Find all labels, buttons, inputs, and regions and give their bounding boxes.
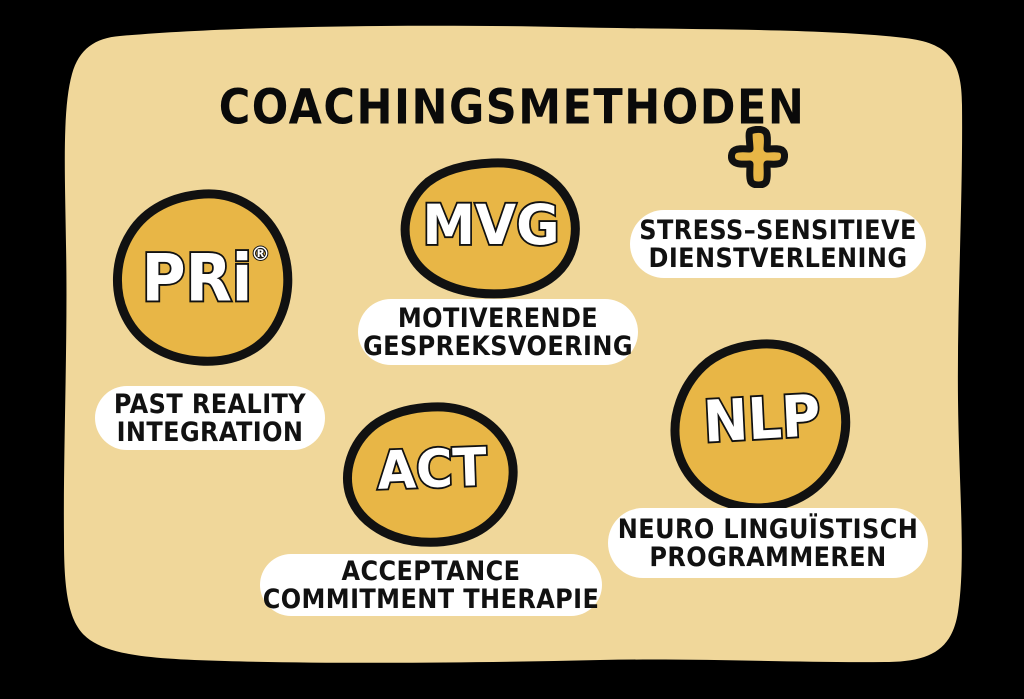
method-label-act[interactable]: ACCEPTANCE COMMITMENT THERAPIE: [260, 554, 602, 616]
method-label-stress-line2: DIENSTVERLENING: [648, 242, 908, 274]
method-circle-pri[interactable]: PRi ®: [112, 188, 294, 366]
method-label-nlp-line2: PROGRAMMEREN: [649, 541, 887, 573]
method-label-stress[interactable]: STRESS–SENSITIEVE DIENSTVERLENING: [630, 210, 926, 278]
method-label-stress-line1: STRESS–SENSITIEVE: [639, 214, 917, 246]
method-label-mvg-line1: MOTIVERENDE: [397, 302, 599, 334]
method-label-mvg-line2: GESPREKSVOERING: [363, 330, 633, 362]
page-title: COACHINGSMETHODEN: [218, 80, 806, 136]
method-circle-nlp[interactable]: NLP: [670, 339, 852, 515]
method-circle-act[interactable]: ACT: [343, 402, 520, 547]
method-label-act-line1: ACCEPTANCE: [341, 555, 521, 587]
method-label-nlp[interactable]: NEURO LINGUÏSTISCH PROGRAMMEREN: [608, 508, 928, 578]
method-label-nlp-line1: NEURO LINGUÏSTISCH: [617, 513, 919, 545]
method-label-act-line2: COMMITMENT THERAPIE: [262, 583, 600, 615]
registered-trademark-icon: ®: [250, 242, 271, 266]
method-label-pri-line1: PAST REALITY: [113, 388, 307, 420]
plus-icon: [728, 126, 788, 188]
method-label-pri[interactable]: PAST REALITY INTEGRATION: [95, 386, 325, 450]
method-circle-mvg[interactable]: MVG: [400, 158, 582, 299]
method-label-pri-line2: INTEGRATION: [116, 416, 304, 448]
method-label-mvg[interactable]: MOTIVERENDE GESPREKSVOERING: [358, 299, 638, 365]
